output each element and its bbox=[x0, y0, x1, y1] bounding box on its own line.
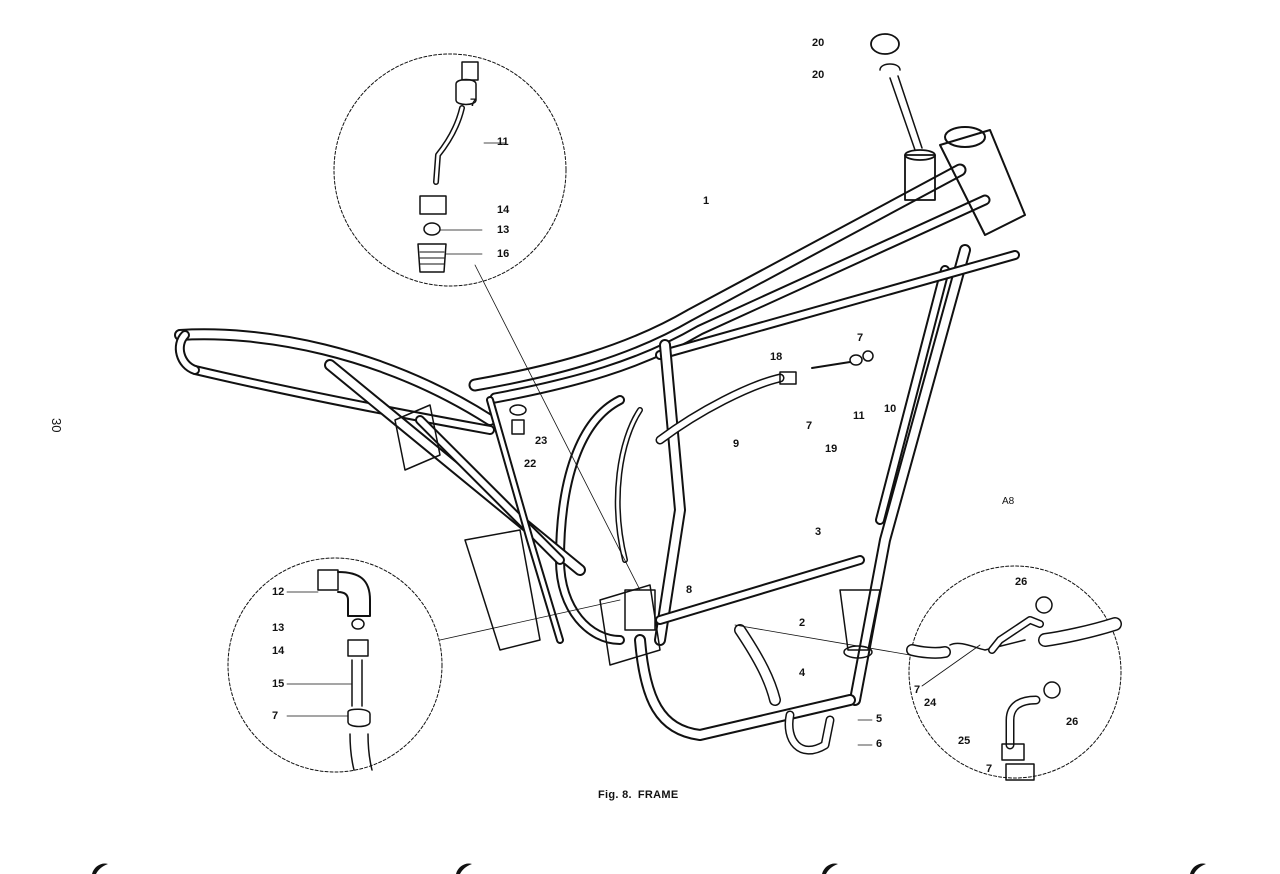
callout-7: 7 bbox=[986, 763, 993, 775]
right-inset-detail bbox=[906, 565, 1122, 781]
callout-24: 24 bbox=[924, 697, 937, 709]
callout-11: 11 bbox=[853, 410, 865, 422]
left-inset-detail bbox=[227, 557, 443, 773]
callout-7: 7 bbox=[470, 97, 477, 109]
callout-13: 13 bbox=[272, 622, 285, 634]
callout-18: 18 bbox=[770, 351, 783, 363]
page-number: 30 bbox=[49, 418, 64, 433]
callout-11: 11 bbox=[497, 136, 509, 148]
binding-mark-icon bbox=[1190, 863, 1206, 874]
callout-13: 13 bbox=[497, 224, 510, 236]
callout-1: 1 bbox=[703, 195, 710, 207]
binding-mark-icon bbox=[92, 863, 108, 874]
callout-7: 7 bbox=[857, 332, 864, 344]
leader-lines bbox=[286, 142, 981, 746]
callout-8: 8 bbox=[686, 584, 693, 596]
top-inset-detail bbox=[333, 53, 567, 287]
callout-7: 7 bbox=[272, 710, 279, 722]
callout-19: 19 bbox=[825, 443, 838, 455]
callout-14: 14 bbox=[497, 204, 510, 216]
callout-12: 12 bbox=[272, 586, 285, 598]
callout-2: 2 bbox=[799, 617, 806, 629]
callout-5: 5 bbox=[876, 713, 883, 725]
main-frame bbox=[174, 33, 1026, 755]
callout-3: 3 bbox=[815, 526, 822, 538]
binding-mark-icon bbox=[456, 863, 472, 874]
figure-caption: Fig. 8. FRAME bbox=[598, 789, 685, 801]
callout-15: 15 bbox=[272, 678, 285, 690]
callout-20: 20 bbox=[812, 37, 825, 49]
callout-9: 9 bbox=[733, 438, 740, 450]
callout-20: 20 bbox=[812, 69, 825, 81]
figure-code: A8 bbox=[1002, 496, 1015, 507]
figure-number: Fig. 8. bbox=[598, 789, 632, 801]
callout-10: 10 bbox=[884, 403, 897, 415]
callout-4: 4 bbox=[799, 667, 806, 679]
callout-26: 26 bbox=[1015, 576, 1028, 588]
callout-7: 7 bbox=[914, 684, 921, 696]
callout-22: 22 bbox=[524, 458, 537, 470]
callout-6: 6 bbox=[876, 738, 883, 750]
callout-26: 26 bbox=[1066, 716, 1079, 728]
callout-14: 14 bbox=[272, 645, 285, 657]
figure-title: FRAME bbox=[637, 789, 679, 801]
binding-mark-icon bbox=[822, 863, 838, 874]
callout-25: 25 bbox=[958, 735, 971, 747]
callout-7: 7 bbox=[806, 420, 813, 432]
callout-23: 23 bbox=[535, 435, 548, 447]
callout-16: 16 bbox=[497, 248, 510, 260]
